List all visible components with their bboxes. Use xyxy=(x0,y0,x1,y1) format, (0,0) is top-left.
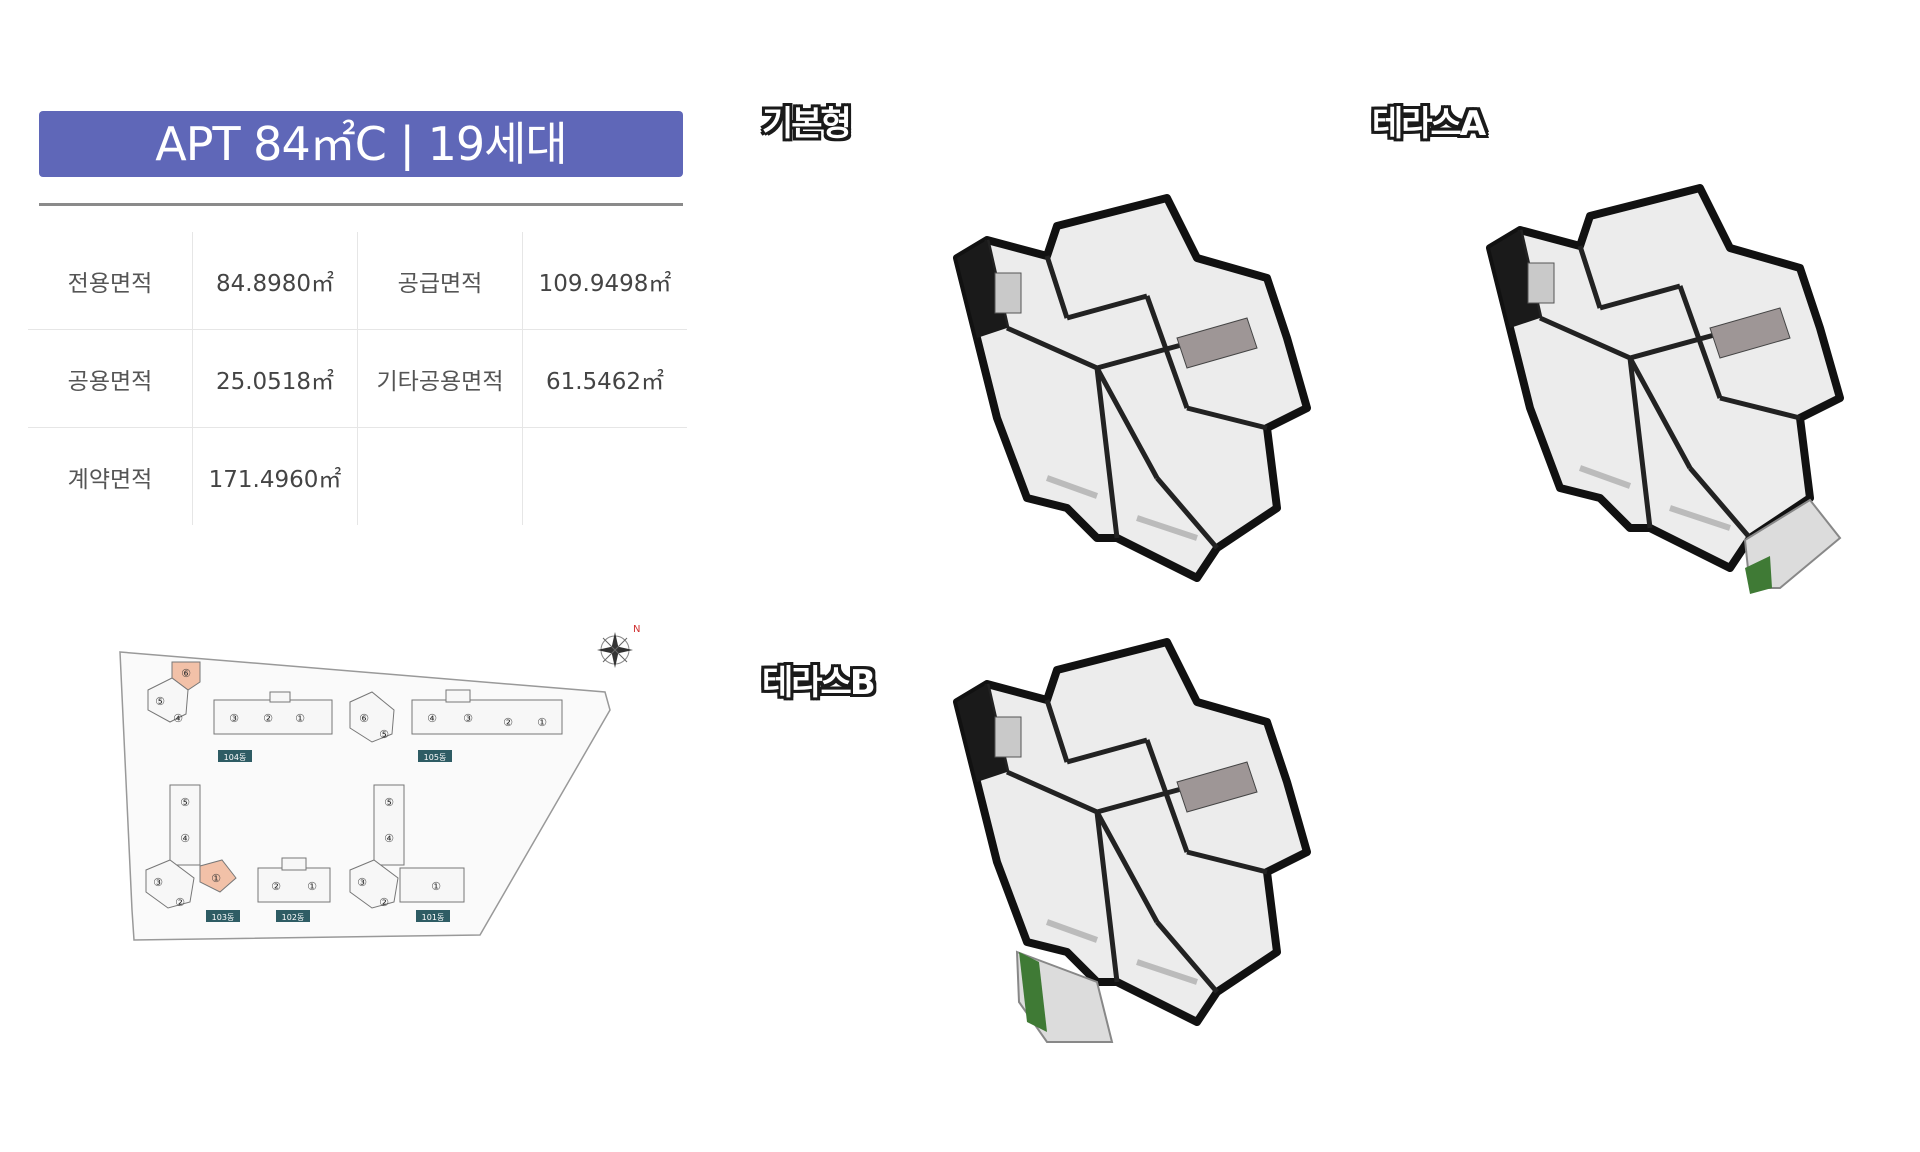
spec-label: 공급면적 xyxy=(357,232,523,330)
unit-marker: ① xyxy=(307,880,317,893)
unit-marker: ⑤ xyxy=(379,728,389,741)
plan-label-basic: 기본형 xyxy=(762,104,852,144)
unit-marker: ⑥ xyxy=(181,667,191,680)
unit-marker: ③ xyxy=(153,876,163,889)
plan-label-terrace-a: 테라스A xyxy=(1372,104,1486,144)
unit-marker: ① xyxy=(537,716,547,729)
unit-marker: ② xyxy=(379,896,389,909)
unit-marker: ③ xyxy=(357,876,367,889)
floor-plan-terrace-a xyxy=(1455,168,1885,594)
building-103: ⑤ ④ ③ ② ① 103동 xyxy=(145,784,240,922)
unit-marker: ④ xyxy=(173,712,183,725)
spec-value xyxy=(523,428,688,526)
floor-plan-basic xyxy=(922,178,1352,598)
spec-value: 84.8980㎡ xyxy=(192,232,358,330)
unit-marker: ④ xyxy=(180,832,190,845)
building-label-101: 101동 xyxy=(422,913,445,922)
spec-label: 기타공용면적 xyxy=(357,329,523,428)
terrace-grass xyxy=(1019,952,1047,1032)
unit-marker: ② xyxy=(503,716,513,729)
unit-marker: ⑤ xyxy=(155,695,165,708)
unit-marker: ⑤ xyxy=(180,796,190,809)
spec-label: 전용면적 xyxy=(28,232,193,330)
spec-value: 171.4960㎡ xyxy=(192,427,358,525)
compass-icon: N xyxy=(597,624,640,668)
building-label-104: 104동 xyxy=(224,753,247,762)
unit-marker: ③ xyxy=(463,712,473,725)
table-row: 계약면적 171.4960㎡ xyxy=(28,427,688,526)
spec-value: 25.0518㎡ xyxy=(192,329,358,428)
site-layout-map: N ⑥ ⑤ ④ ③ ② ① 104동 ⑥ ⑤ ④ ③ ② ① 105동 xyxy=(119,624,640,941)
terrace-grass xyxy=(1745,556,1772,594)
unit-marker: ⑤ xyxy=(384,796,394,809)
title-divider xyxy=(39,203,683,206)
spec-value: 61.5462㎡ xyxy=(522,329,687,428)
building-label-105: 105동 xyxy=(424,753,447,762)
table-row: 전용면적 84.8980㎡ 공급면적 109.9498㎡ xyxy=(28,232,687,330)
floor-plan-terrace-b xyxy=(922,622,1352,1043)
plan-label-terrace-b: 테라스B xyxy=(762,663,876,703)
spec-value: 109.9498㎡ xyxy=(522,232,687,330)
spec-label: 계약면적 xyxy=(28,427,193,525)
building-label-102: 102동 xyxy=(282,913,305,922)
spec-label: 공용면적 xyxy=(28,329,193,428)
building-101: ⑤ ④ ③ ② ① 101동 xyxy=(349,784,465,922)
unit-marker: ① xyxy=(295,712,305,725)
unit-type-title: APT 84㎡C | 19세대 xyxy=(39,111,683,177)
unit-marker: ① xyxy=(431,880,441,893)
area-spec-table: 전용면적 84.8980㎡ 공급면적 109.9498㎡ 공용면적 25.051… xyxy=(28,232,687,525)
unit-marker: ④ xyxy=(427,712,437,725)
unit-marker: ③ xyxy=(229,712,239,725)
compass-north-label: N xyxy=(633,624,640,635)
building-104: ⑥ ⑤ ④ ③ ② ① 104동 xyxy=(147,661,333,762)
building-105: ⑥ ⑤ ④ ③ ② ① 105동 xyxy=(349,689,563,762)
unit-marker: ② xyxy=(175,896,185,909)
unit-marker: ⑥ xyxy=(359,712,369,725)
unit-marker: ① xyxy=(211,872,221,885)
spec-label xyxy=(357,427,523,525)
unit-marker: ④ xyxy=(384,832,394,845)
unit-marker: ② xyxy=(271,880,281,893)
table-row: 공용면적 25.0518㎡ 기타공용면적 61.5462㎡ xyxy=(28,329,687,428)
unit-marker: ② xyxy=(263,712,273,725)
building-label-103: 103동 xyxy=(212,913,235,922)
building-102: ② ① 102동 xyxy=(257,857,331,922)
